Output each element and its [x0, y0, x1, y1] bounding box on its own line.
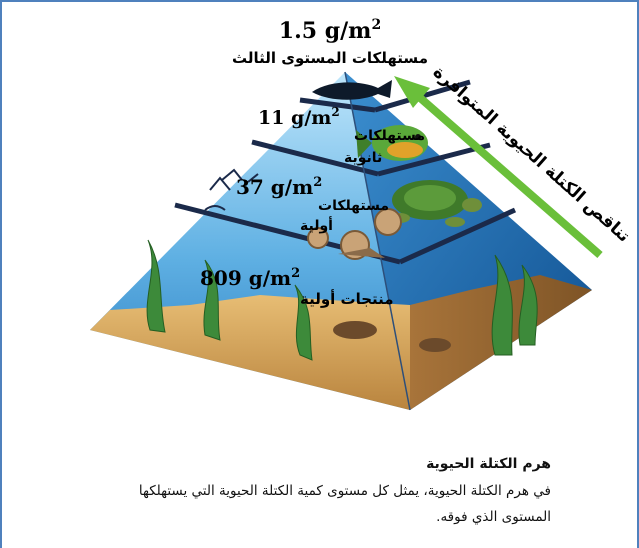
- primary-consumers-label: مستهلكات: [318, 198, 389, 214]
- secondary-consumers-label-2: ثانوية: [344, 150, 382, 166]
- turtle-icon: [390, 180, 482, 227]
- primary-consumers-label-2: أولية: [300, 216, 333, 234]
- secondary-consumers-label: مستهلكات: [354, 128, 425, 144]
- rocks: [333, 321, 451, 352]
- seaweed: [146, 239, 538, 361]
- primary-consumers-value: 37 g/m2: [236, 175, 322, 199]
- caption-body: في هرم الكتلة الحيوية، يمثل كل مستوى كمي…: [138, 483, 551, 525]
- top-level-label: مستهلكات المستوى الثالث: [232, 49, 428, 67]
- primary-producers-label: منتجات أولية: [300, 289, 394, 308]
- top-consumer-fish-icon: [312, 80, 392, 100]
- sand-base-front: [90, 295, 410, 410]
- primary-producers-value: 809 g/m2: [200, 266, 300, 290]
- secondary-consumers-value: 11 g/m2: [258, 105, 340, 129]
- caption-title: هرم الكتلة الحيوية: [426, 456, 551, 472]
- caption: هرم الكتلة الحيوية في هرم الكتلة الحيوية…: [131, 456, 551, 530]
- pyramid-edges: [344, 71, 411, 411]
- top-level-value: 1.5 g/m2: [279, 17, 381, 44]
- zooplankton-icon: [204, 168, 259, 211]
- sunfish-icon: [356, 125, 428, 161]
- snails-icon: [307, 208, 402, 260]
- decreasing-biomass-arrow-icon: [394, 76, 603, 259]
